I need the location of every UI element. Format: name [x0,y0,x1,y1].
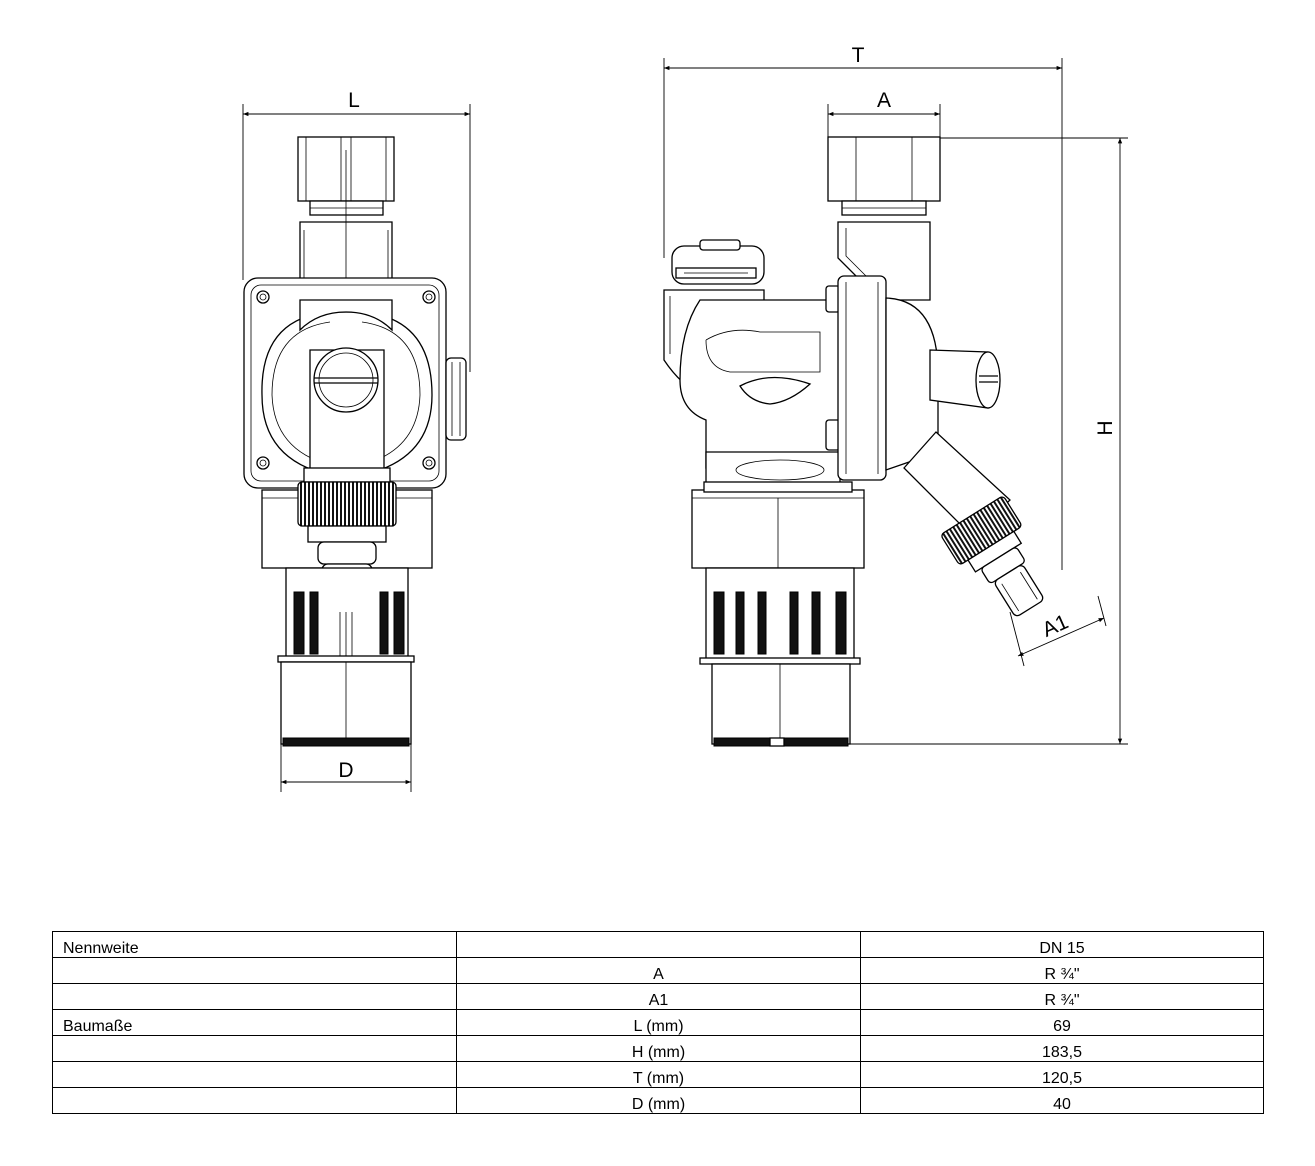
dimension-d-label: D [338,759,353,782]
row-parameter: T (mm) [456,1061,861,1088]
dimension-h: H [850,137,1128,745]
row-value: 40 [860,1087,1264,1114]
row-value: 69 [860,1009,1264,1036]
dimension-d: D [280,744,412,792]
row-value: 183,5 [860,1035,1264,1062]
row-label [52,957,457,984]
side-lower-housing [691,481,865,569]
dimension-t: T [663,44,1063,570]
table-row: D (mm) 40 [52,1087,1264,1114]
row-label [52,983,457,1010]
side-bottom-sleeve [711,663,851,747]
dimension-l: L [242,89,471,372]
row-label: Baumaße [52,1009,457,1036]
table-row: A R ¾" [52,957,1264,984]
technical-drawing: L [242,44,1128,792]
row-value: R ¾" [860,983,1264,1010]
row-parameter: D (mm) [456,1087,861,1114]
row-parameter: A [456,957,861,984]
dimension-t-label: T [852,44,865,67]
row-value: DN 15 [860,931,1264,958]
dimension-a-label: A [877,89,891,112]
dimension-l-label: L [348,89,360,112]
front-strainer-cage [277,567,415,663]
table-row: A1 R ¾" [52,983,1264,1010]
row-parameter [456,931,861,958]
row-parameter: A1 [456,983,861,1010]
table-row: Baumaße L (mm) 69 [52,1009,1264,1036]
row-parameter: L (mm) [456,1009,861,1036]
table-row: Nennweite DN 15 [52,931,1264,958]
side-view: T A H [663,44,1128,747]
front-knurled-coupling [261,467,433,613]
side-flange-plate [837,275,939,481]
front-view: L [242,89,471,792]
side-angled-outlet [903,431,1044,617]
row-parameter: H (mm) [456,1035,861,1062]
table-row: T (mm) 120,5 [52,1061,1264,1088]
side-top-nut [827,136,941,216]
table-row: H (mm) 183,5 [52,1035,1264,1062]
dimension-h-label: H [1094,420,1117,435]
side-strainer-cage [699,567,861,665]
row-label [52,1087,457,1114]
side-knob [929,349,1001,409]
row-label [52,1035,457,1062]
dimensions-table: Nennweite DN 15 A R ¾" A1 R ¾" Baumaße L… [52,931,1264,1114]
row-label [52,1061,457,1088]
side-valve-body [679,285,841,485]
row-label: Nennweite [52,931,457,958]
dimension-a: A [827,89,941,140]
row-value: R ¾" [860,957,1264,984]
dimension-a1-label: A1 [1039,610,1072,641]
row-value: 120,5 [860,1061,1264,1088]
front-bottom-sleeve [280,661,412,747]
